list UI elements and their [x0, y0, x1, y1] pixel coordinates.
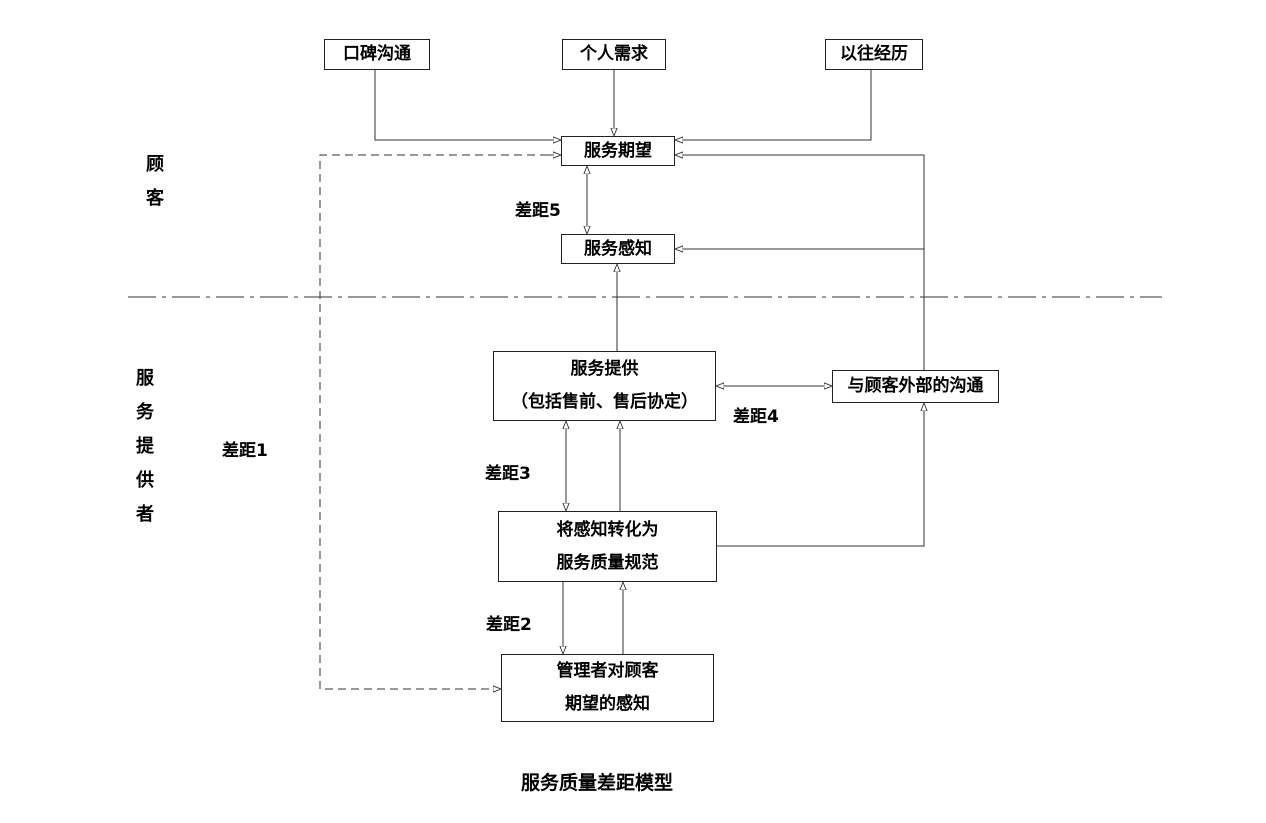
customer-side-label: 顾客	[146, 154, 164, 209]
gap1-label: 差距1	[222, 441, 268, 461]
management-perception-box: 管理者对顾客 期望的感知	[501, 654, 714, 722]
personal-needs-box: 个人需求	[562, 39, 666, 70]
service-delivery-line1: 服务提供	[570, 359, 639, 379]
diagram-title: 服务质量差距模型	[521, 772, 674, 794]
external-to-expected-arrow	[675, 155, 925, 370]
gap5-label: 差距5	[515, 201, 561, 221]
specs-to-external-arrow	[717, 403, 924, 547]
management-perception-line1: 管理者对顾客	[556, 661, 659, 681]
gap4-label: 差距4	[733, 407, 779, 427]
expected-service-box: 服务期望	[561, 136, 675, 166]
past-experience-box: 以往经历	[825, 39, 923, 70]
personal-needs-label: 个人需求	[580, 44, 648, 64]
wom-to-expected-arrow	[374, 70, 561, 140]
gap2-label: 差距2	[486, 615, 532, 635]
external-communication-box: 与顾客外部的沟通	[832, 370, 999, 403]
perceived-service-box: 服务感知	[561, 234, 675, 264]
gap1-dashed-arrow-top	[319, 154, 561, 689]
external-communication-label: 与顾客外部的沟通	[847, 376, 984, 396]
management-perception-line2: 期望的感知	[565, 694, 650, 714]
past-experience-label: 以往经历	[840, 44, 908, 64]
word-of-mouth-box: 口碑沟通	[324, 39, 430, 70]
perceived-service-label: 服务感知	[584, 238, 652, 259]
word-of-mouth-label: 口碑沟通	[343, 44, 411, 64]
experience-to-expected-arrow	[675, 70, 872, 140]
gap3-label: 差距3	[485, 464, 531, 484]
expected-service-label: 服务期望	[584, 140, 652, 161]
spec-translation-box: 将感知转化为 服务质量规范	[498, 511, 717, 582]
spec-translation-line1: 将感知转化为	[556, 519, 659, 540]
service-delivery-box: 服务提供 （包括售前、售后协定）	[493, 351, 716, 421]
spec-translation-line2: 服务质量规范	[556, 552, 659, 573]
service-delivery-line2: （包括售前、售后协定）	[511, 392, 698, 412]
provider-side-label: 服务提供者	[136, 368, 154, 525]
